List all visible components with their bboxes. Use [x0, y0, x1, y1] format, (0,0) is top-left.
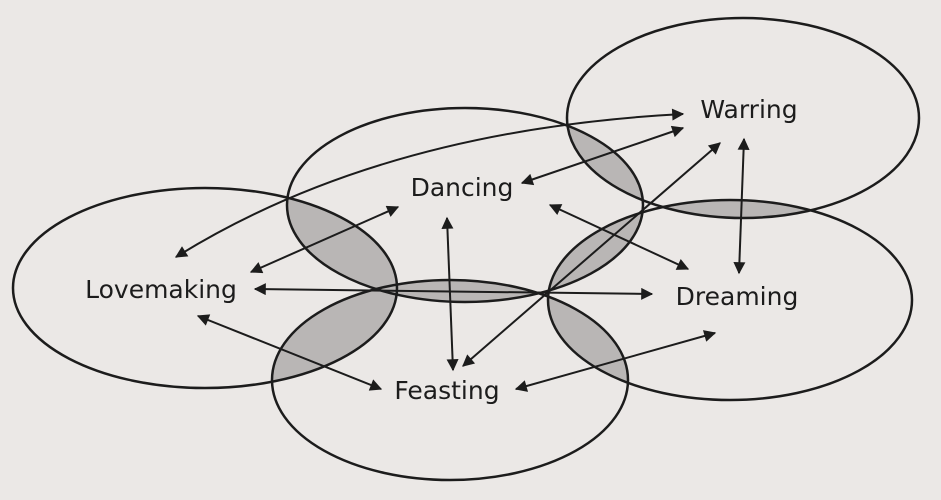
arrow-lovemaking-warring: [174, 108, 685, 258]
ellipse-dancing: [285, 106, 645, 304]
label-feasting: Feasting: [394, 376, 499, 405]
arrow-warring-dreaming: [733, 137, 750, 275]
label-dancing: Dancing: [411, 173, 514, 202]
label-lovemaking: Lovemaking: [85, 275, 237, 304]
arrow-lovemaking-dancing: [249, 205, 400, 274]
arrow-dancing-feasting: [441, 216, 459, 372]
label-warring: Warring: [700, 95, 797, 124]
arrow-feasting-warring: [462, 142, 721, 367]
arrow-feasting-dreaming: [514, 330, 717, 392]
arrow-lovemaking-feasting: [196, 314, 383, 391]
label-dreaming: Dreaming: [676, 282, 799, 311]
overlap-regions: [272, 108, 912, 400]
